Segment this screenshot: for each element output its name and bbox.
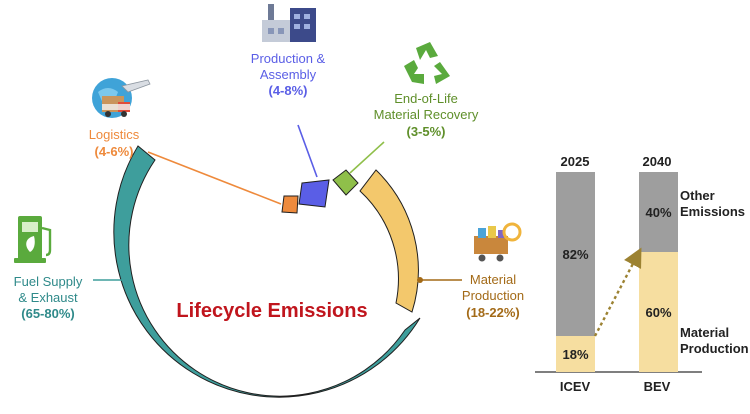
bar-icev-material bbox=[556, 336, 595, 372]
logistics-callout: Logistics (4-6%) bbox=[89, 78, 282, 205]
category-label-bev: BEV bbox=[644, 379, 671, 394]
legend-other-line1: Other bbox=[680, 188, 715, 203]
stacked-bar-chart: 2025 2040 ICEV BEV Other Emissions Mater… bbox=[535, 154, 749, 394]
growth-arrow bbox=[593, 247, 642, 337]
legend-material-line2: Production bbox=[680, 341, 749, 356]
category-label-icev: ICEV bbox=[560, 379, 591, 394]
production-label-line1: Production & bbox=[251, 51, 326, 66]
eol-label-line1: End-of-Life bbox=[394, 91, 458, 106]
material-label-line2: Production bbox=[462, 288, 524, 303]
ring-segment-end-of-life bbox=[332, 169, 359, 196]
logistics-percentage: (4-6%) bbox=[94, 144, 133, 159]
ring-segment-logistics bbox=[281, 195, 299, 214]
ring-segment-material-production bbox=[359, 169, 419, 313]
factory-icon bbox=[262, 4, 316, 42]
production-callout: Production & Assembly (4-8%) bbox=[251, 4, 326, 178]
bar-label-icev-material: 18% bbox=[562, 347, 588, 362]
production-label-line2: Assembly bbox=[260, 67, 317, 82]
bar-bev-other bbox=[639, 172, 678, 252]
fuel-label-line1: Fuel Supply bbox=[14, 274, 83, 289]
material-production-callout: Material Production (18-22%) bbox=[417, 222, 524, 320]
bar-icev-other bbox=[556, 172, 595, 336]
bar-label-bev-other: 40% bbox=[645, 205, 671, 220]
recycle-icon bbox=[404, 42, 450, 84]
lifecycle-ring bbox=[113, 145, 421, 398]
year-label-2025: 2025 bbox=[561, 154, 590, 169]
fuel-percentage: (65-80%) bbox=[21, 306, 74, 321]
bar-label-icev-other: 82% bbox=[562, 247, 588, 262]
mining-cart-icon bbox=[474, 222, 522, 262]
bar-label-bev-material: 60% bbox=[645, 305, 671, 320]
material-label-line1: Material bbox=[470, 272, 516, 287]
end-of-life-callout: End-of-Life Material Recovery (3-5%) bbox=[349, 42, 479, 174]
fuel-label-line2: & Exhaust bbox=[18, 290, 78, 305]
fuel-pump-icon bbox=[14, 216, 52, 263]
logistics-label: Logistics bbox=[89, 127, 140, 142]
material-percentage: (18-22%) bbox=[466, 305, 519, 320]
eol-label-line2: Material Recovery bbox=[374, 107, 479, 122]
eol-percentage: (3-5%) bbox=[406, 124, 445, 139]
ring-segment-fuel-supply bbox=[113, 145, 421, 398]
legend-other-line2: Emissions bbox=[680, 204, 745, 219]
year-label-2040: 2040 bbox=[643, 154, 672, 169]
center-title: Lifecycle Emissions bbox=[176, 300, 367, 322]
ring-segment-production bbox=[298, 179, 330, 208]
legend-material-line1: Material bbox=[680, 325, 729, 340]
globe-truck-plane-icon bbox=[92, 78, 151, 118]
fuel-supply-callout: Fuel Supply & Exhaust (65-80%) bbox=[14, 216, 130, 321]
production-percentage: (4-8%) bbox=[268, 83, 307, 98]
bar-bev-material bbox=[639, 252, 678, 372]
